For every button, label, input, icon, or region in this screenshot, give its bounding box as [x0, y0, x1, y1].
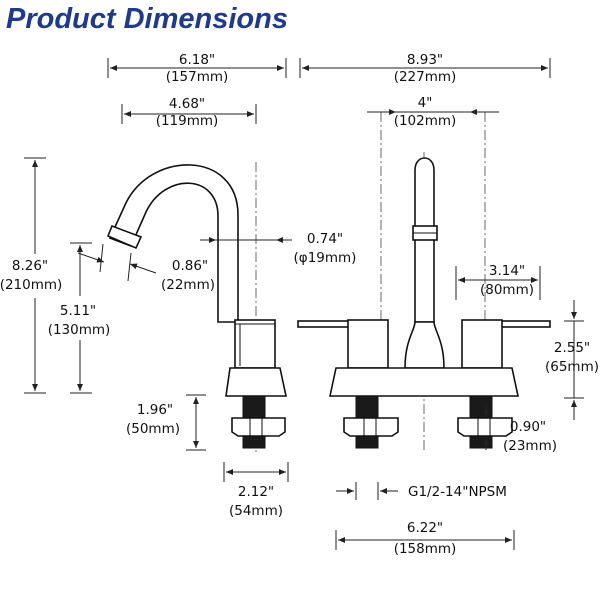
dimension-label: 1.96": [137, 402, 173, 418]
dimension-label: 2.12": [238, 484, 274, 500]
side-base: [225, 367, 287, 397]
dim-outlet-diameter: 0.86" (22mm): [77, 243, 215, 293]
dimension-label: (157mm): [166, 69, 229, 85]
dimension-label: 2.55": [554, 340, 590, 356]
dim-spout-height: 5.11" (130mm): [48, 242, 111, 394]
dimension-label: G1/2-14"NPSM: [408, 484, 507, 500]
dimension-label: 6.18": [179, 52, 215, 68]
dimension-label: (65mm): [545, 359, 599, 375]
dim-base-width: 2.12" (54mm): [223, 462, 289, 519]
dimension-label: (119mm): [156, 113, 219, 129]
dimension-label: 8.26": [12, 258, 48, 274]
dim-spout-reach: 4.68" (119mm): [121, 96, 257, 129]
dimension-label: (102mm): [394, 113, 457, 129]
gooseneck-spout: [108, 164, 239, 323]
dim-overall-width: 8.93" (227mm): [299, 52, 551, 85]
dimension-label: (23mm): [503, 438, 557, 454]
dimension-label: 4.68": [169, 96, 205, 112]
dimension-label: (158mm): [394, 541, 457, 557]
dimension-label: (130mm): [48, 322, 111, 338]
side-view-faucet: [106, 162, 287, 452]
dimension-label: 6.22": [407, 520, 443, 536]
side-body: [234, 319, 276, 369]
left-handle-body: [347, 319, 389, 369]
dimension-label: (227mm): [394, 69, 457, 85]
dim-center-spacing: 4" (102mm): [367, 95, 499, 129]
dimension-label: 3.14": [489, 263, 525, 279]
right-handle-body: [461, 319, 503, 369]
page-title: Product Dimensions: [6, 3, 288, 35]
dimension-label: (80mm): [480, 282, 534, 298]
dimension-label: 0.86": [172, 258, 208, 274]
side-mount-nut: [231, 417, 286, 437]
dim-spout-diameter: 0.74" (φ19mm): [200, 231, 356, 266]
dimension-label: (54mm): [229, 503, 283, 519]
dimension-label: (50mm): [126, 421, 180, 437]
dim-handle-height: 2.55" (65mm): [545, 300, 599, 420]
spout-aerator: [106, 224, 143, 250]
dim-handle-length: 3.14" (80mm): [455, 263, 541, 300]
dimension-label: (210mm): [0, 277, 62, 293]
dim-overall-depth: 6.18" (157mm): [107, 52, 287, 85]
dim-shank-nut: 0.90" (23mm): [483, 404, 557, 454]
front-base-plate: [329, 367, 519, 397]
dimension-label: (φ19mm): [294, 250, 357, 266]
dimension-label: 4": [418, 95, 433, 111]
dimension-label: 0.90": [510, 419, 546, 435]
dimension-label: (22mm): [161, 277, 215, 293]
dim-base-length: 6.22" (158mm): [335, 520, 515, 557]
dim-total-height: 8.26" (210mm): [0, 157, 62, 394]
dimension-label: 5.11": [60, 303, 96, 319]
dim-thread: G1/2-14"NPSM: [336, 482, 507, 500]
dimension-label: 0.74": [307, 231, 343, 247]
dimension-label: 8.93": [407, 52, 443, 68]
dim-shank-length: 1.96" (50mm): [126, 394, 206, 451]
